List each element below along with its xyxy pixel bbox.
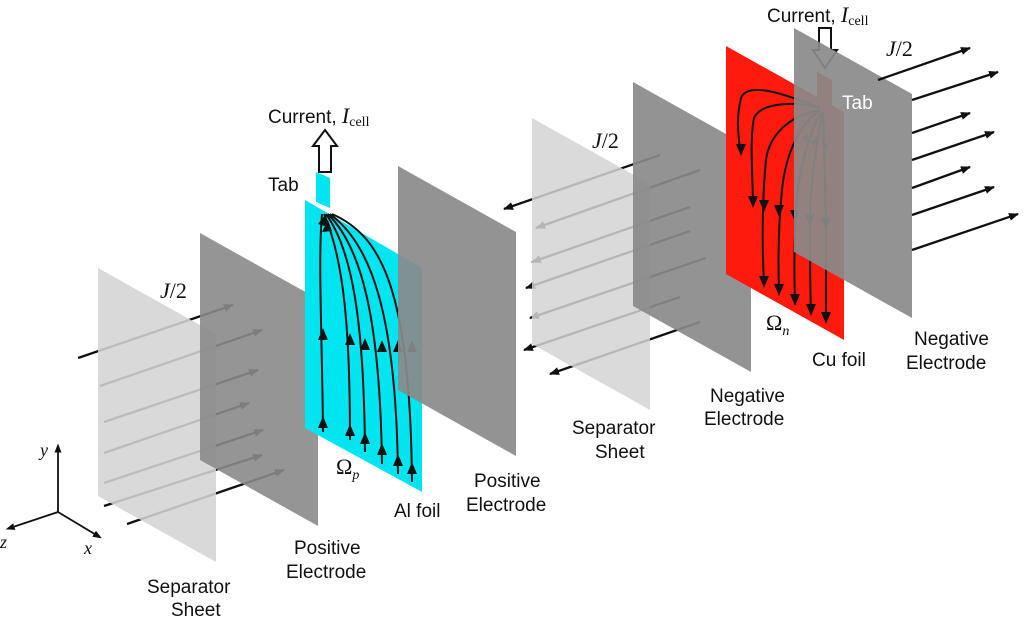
separator-label-right-1: Separator: [572, 418, 656, 439]
j-half-label-right: J/2: [886, 36, 913, 61]
al-foil-tab: [316, 172, 330, 208]
positive-label-right-1: Positive: [474, 471, 541, 492]
negative-label-left-2: Electrode: [704, 409, 784, 430]
axis-y-label: y: [38, 440, 48, 460]
positive-electrode-left: [200, 233, 318, 526]
j-half-label-middle: J/2: [592, 128, 619, 153]
positive-label-left-2: Electrode: [286, 562, 366, 583]
omega-n-label: Ωn: [766, 310, 789, 339]
current-label-right: Current, Icell: [767, 2, 869, 29]
current-arrows-right-front: [877, 46, 1019, 252]
positive-electrode-right: [398, 166, 516, 456]
negative-electrode-right: [794, 28, 912, 318]
negative-label-left-1: Negative: [710, 386, 785, 407]
current-label-left: Current, Icell: [268, 103, 370, 130]
negative-label-right-2: Electrode: [906, 353, 986, 374]
axis-x-label: x: [83, 538, 92, 558]
al-foil-label: Al foil: [394, 501, 440, 522]
separator-label-left-1: Separator: [147, 577, 231, 598]
negative-label-right-1: Negative: [914, 329, 989, 350]
current-out-arrow-left: [311, 128, 339, 173]
separator-label-right-2: Sheet: [595, 442, 645, 463]
axis-z-label: z: [0, 532, 7, 552]
cu-foil-label: Cu foil: [812, 350, 866, 371]
separator-sheet-left: [98, 268, 216, 562]
positive-label-left-1: Positive: [294, 538, 361, 559]
flow-arrowheads: [736, 134, 831, 324]
omega-p-label: Ωp: [336, 454, 359, 483]
coordinate-axes: y x z: [0, 440, 102, 558]
j-half-label-left: J/2: [160, 278, 187, 303]
tab-label-left: Tab: [268, 175, 299, 196]
negative-electrode-left: [633, 82, 751, 372]
positive-label-right-2: Electrode: [466, 495, 546, 516]
tab-label-right: Tab: [842, 93, 873, 114]
separator-sheet-right: [532, 118, 650, 410]
separator-label-left-2: Sheet: [171, 600, 221, 621]
al-foil: [305, 172, 422, 492]
